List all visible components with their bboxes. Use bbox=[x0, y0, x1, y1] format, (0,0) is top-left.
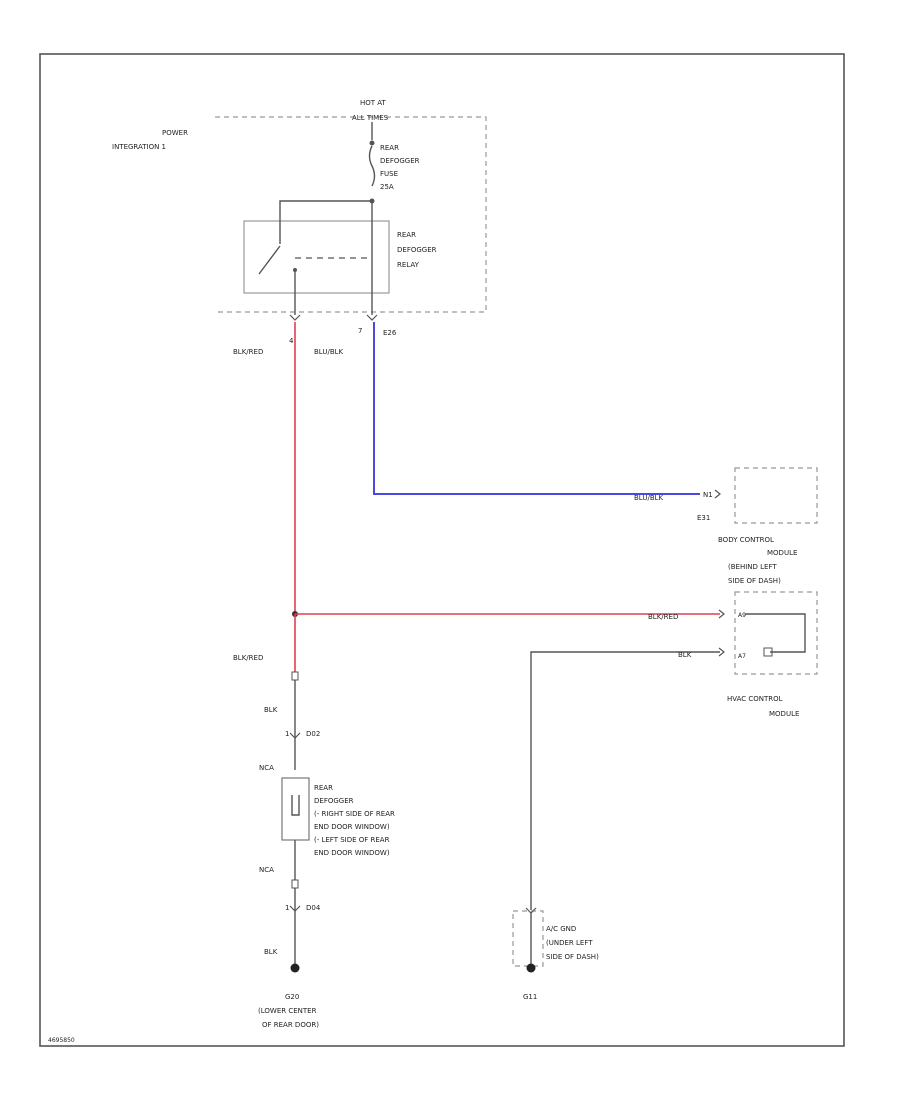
d04-connector-symbol bbox=[289, 905, 301, 912]
fuse-box-header-2: ALL TIMES bbox=[352, 114, 389, 122]
ground-g20-label: G20 bbox=[285, 993, 299, 1001]
defogger-label-3: (- RIGHT SIDE OF REAR bbox=[314, 810, 395, 818]
ac-gnd-label-3: SIDE OF DASH) bbox=[546, 953, 599, 961]
defogger-element bbox=[281, 777, 310, 841]
hvac-label-2: MODULE bbox=[769, 710, 799, 718]
power-integration-box bbox=[215, 116, 487, 313]
defogger-label-2: DEFOGGER bbox=[314, 797, 354, 805]
fuse-terminal-top bbox=[369, 140, 375, 146]
lower-wire-color-label: BLK bbox=[264, 706, 278, 714]
relay-contact-point bbox=[293, 268, 297, 272]
diagram-frame bbox=[39, 53, 845, 1047]
ac-gnd-label-1: A/C GND bbox=[546, 925, 576, 933]
d02-connector-label: D02 bbox=[306, 730, 320, 738]
ground-g11-symbol bbox=[526, 963, 536, 973]
bcm-box bbox=[734, 467, 818, 524]
bcm-location-2: SIDE OF DASH) bbox=[728, 577, 781, 585]
bcm-wire-color-label: BLU/BLK bbox=[634, 494, 664, 502]
bcm-label-2: MODULE bbox=[767, 549, 797, 557]
hvac-wire1-color-label: BLK/RED bbox=[648, 613, 678, 621]
bottom-wire-color-label: BLK bbox=[264, 948, 278, 956]
fuse-box-header-1: HOT AT bbox=[360, 99, 387, 107]
nca-bottom-label: NCA bbox=[259, 866, 274, 874]
bcm-connector-label: E31 bbox=[697, 514, 710, 522]
d02-pin: 1 bbox=[285, 730, 289, 738]
d04-pin: 1 bbox=[285, 904, 289, 912]
hvac-wire2-pin: A7 bbox=[738, 653, 746, 660]
hvac-internal-wire bbox=[745, 613, 806, 653]
relay-label-1: REAR bbox=[397, 231, 416, 239]
power-integration-label-1: POWER bbox=[162, 129, 188, 137]
relay-label-2: DEFOGGER bbox=[397, 246, 437, 254]
wire-left-color-label: BLK/RED bbox=[233, 348, 263, 356]
defogger-grid-symbol bbox=[291, 795, 300, 816]
relay-label-3: RELAY bbox=[397, 261, 420, 269]
power-integration-label-2: INTEGRATION 1 bbox=[112, 143, 166, 151]
hvac-box bbox=[734, 591, 818, 675]
wire-right-color-label: BLU/BLK bbox=[314, 348, 344, 356]
pin-left-label: 4 bbox=[289, 337, 294, 345]
defogger-label-6: END DOOR WINDOW) bbox=[314, 849, 390, 857]
d04-connector-label: D04 bbox=[306, 904, 321, 912]
defogger-label-4: END DOOR WINDOW) bbox=[314, 823, 390, 831]
wire-junction-2 bbox=[291, 879, 299, 889]
hvac-wire1-pin: A9 bbox=[738, 612, 746, 619]
relay-box bbox=[243, 220, 390, 294]
hvac-pin1-symbol bbox=[718, 609, 725, 619]
wire-junction-1 bbox=[291, 671, 299, 681]
hvac-pin2-symbol bbox=[718, 647, 725, 657]
fuse-label-2: DEFOGGER bbox=[380, 157, 420, 165]
pin-right-label: 7 bbox=[358, 327, 362, 335]
relay-switch-feed bbox=[279, 200, 372, 244]
hvac-label-1: HVAC CONTROL bbox=[727, 695, 783, 703]
ground-g20-symbol bbox=[290, 963, 300, 973]
splice-wire-color-label: BLK/RED bbox=[233, 654, 263, 662]
ground-g11-label: G11 bbox=[523, 993, 537, 1001]
ground-g20-location-2: OF REAR DOOR) bbox=[262, 1021, 319, 1029]
defogger-label-1: REAR bbox=[314, 784, 333, 792]
fuse-label-3: FUSE bbox=[380, 170, 398, 178]
connector-e26-label: E26 bbox=[383, 329, 397, 337]
ground-g20-location-1: (LOWER CENTER bbox=[258, 1007, 317, 1015]
bcm-connector-symbol bbox=[714, 489, 721, 499]
e26-connector-symbol bbox=[289, 314, 378, 321]
d02-connector-symbol bbox=[289, 732, 301, 739]
bcm-location-1: (BEHIND LEFT bbox=[728, 563, 777, 571]
black-wire-hvac-ground bbox=[530, 651, 720, 910]
bcm-label-1: BODY CONTROL bbox=[718, 536, 774, 544]
bcm-pin-label: N1 bbox=[703, 491, 713, 499]
fuse-label-4: 25A bbox=[380, 183, 394, 191]
nca-top-label: NCA bbox=[259, 764, 274, 772]
defogger-label-5: (- LEFT SIDE OF REAR bbox=[314, 836, 390, 844]
hvac-internal-ground bbox=[763, 647, 773, 657]
fuse-label-1: REAR bbox=[380, 144, 399, 152]
ac-gnd-label-2: (UNDER LEFT bbox=[546, 939, 593, 947]
figure-id: 4695850 bbox=[48, 1037, 75, 1044]
g11-dashed-box bbox=[512, 910, 544, 967]
blue-wire bbox=[373, 322, 700, 495]
fuse-symbol bbox=[368, 145, 376, 187]
relay-switch-contact bbox=[258, 245, 281, 275]
hvac-wire2-color-label: BLK bbox=[678, 651, 692, 659]
